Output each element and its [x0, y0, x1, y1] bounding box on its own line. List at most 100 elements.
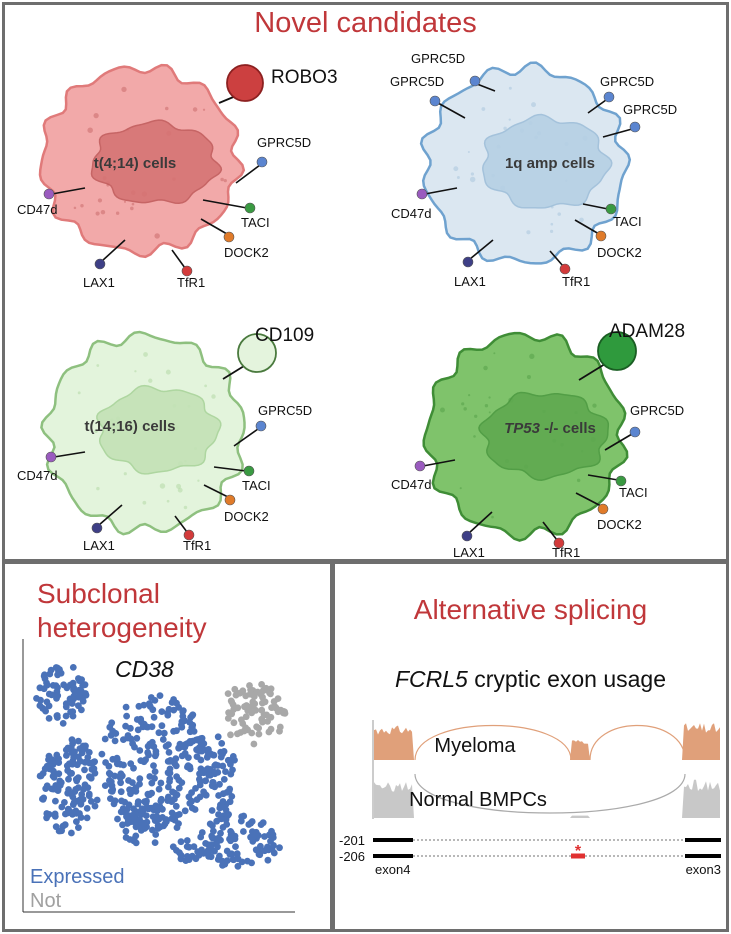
cell-point [267, 725, 275, 733]
cytoplasm-granule [526, 374, 531, 380]
marker-label-cd47d: CD47d [391, 477, 431, 492]
cell-point [220, 776, 228, 783]
cell-point [226, 798, 234, 806]
cell-point [224, 690, 232, 697]
cell-point [138, 805, 146, 813]
marker-label-lax1: LAX1 [83, 275, 115, 290]
marker-dot-taci [244, 202, 256, 214]
cell-point [269, 834, 277, 841]
cell-point [223, 789, 231, 796]
cytoplasm-granule [96, 364, 100, 367]
cell-cluster [33, 664, 90, 727]
junction-arc [414, 773, 686, 814]
marker-line [203, 484, 229, 498]
cytoplasm-granule [130, 206, 134, 211]
cell-point [107, 795, 114, 802]
cytoplasm-granule [508, 86, 512, 90]
marker-line [582, 203, 609, 210]
cell-point [133, 734, 141, 742]
cell-point [156, 692, 164, 699]
cell-point [57, 827, 64, 835]
cell-point [164, 797, 172, 804]
marker-dot-taci [243, 465, 255, 477]
cytoplasm-granule [459, 487, 462, 490]
cell-point [280, 708, 287, 715]
cell-cluster [196, 733, 238, 819]
marker-dot-gprc5d [469, 75, 481, 87]
cell-point [222, 768, 229, 775]
cell-point [111, 772, 119, 780]
cell-point [78, 706, 85, 714]
cytoplasm-granule [94, 429, 98, 433]
cytoplasm-granule [484, 404, 489, 408]
cell-point [195, 851, 203, 859]
marker-label-dock2: DOCK2 [224, 509, 269, 524]
cell-point [188, 789, 196, 796]
cell-point [120, 761, 127, 769]
cytoplasm-granule [197, 479, 200, 482]
cell-point [259, 718, 266, 726]
cytoplasm-granule [166, 499, 170, 503]
marker-dot-tfr1 [553, 537, 565, 549]
cytoplasm-granule [154, 233, 160, 239]
cell-point [122, 703, 130, 711]
cell-point [205, 852, 213, 860]
cytoplasm-granule [503, 126, 507, 131]
cell-point [144, 790, 152, 798]
cell-point [178, 752, 186, 760]
cytoplasm-granule [579, 217, 584, 223]
cell-point [113, 754, 121, 762]
cell-point [68, 700, 76, 707]
track-label-myeloma: Myeloma [434, 735, 516, 757]
cell-point [43, 810, 51, 817]
cell-point [59, 720, 67, 727]
cytoplasm-granule [488, 411, 491, 414]
cell-point [172, 755, 180, 763]
cell-point [272, 704, 280, 712]
cell-point [208, 807, 216, 814]
cytoplasm-granule [223, 179, 227, 183]
cell-point [117, 779, 124, 787]
cell-point [114, 815, 121, 823]
cell-point [122, 827, 130, 835]
cytoplasm-granule [202, 108, 206, 111]
marker-line [235, 164, 261, 184]
cell-point [148, 723, 156, 731]
cytoplasm-granule [473, 435, 476, 438]
transcript-201: -201 [339, 833, 721, 848]
cell-point [217, 829, 224, 837]
marker-dot-cd47d [414, 460, 426, 472]
legend-expressed: Expressed [30, 866, 125, 888]
cell-label: t(14;16) cells [85, 418, 176, 435]
cd38-scatter-plot [22, 639, 295, 913]
marker-line [604, 433, 633, 451]
cell-point [123, 712, 130, 720]
marker-label-lax1: LAX1 [83, 538, 115, 553]
cell-point [52, 797, 59, 805]
cell-point [84, 784, 92, 791]
marker-line [174, 515, 188, 533]
marker-label-gprc5d: GPRC5D [600, 74, 654, 89]
marker-dot-lax1 [94, 258, 106, 270]
marker-label-taci: TACI [619, 485, 648, 500]
candidate-marker [226, 64, 264, 102]
cytoplasm-granule [142, 500, 147, 505]
panel-title-subclonal: Subclonal [37, 578, 160, 609]
marker-label-gprc5d: GPRC5D [390, 74, 444, 89]
transcript-label: -206 [339, 849, 365, 864]
cell-point [106, 777, 113, 784]
cell-point [202, 791, 210, 799]
cell-point [245, 821, 253, 828]
cell-point [276, 844, 283, 852]
marker-dot-taci [615, 475, 627, 487]
cytoplasm-granule [211, 394, 216, 399]
cell-point [63, 752, 70, 759]
cell-point [70, 799, 78, 806]
cell-point [132, 839, 140, 847]
cell-point [48, 691, 56, 699]
cell-nucleus [96, 384, 222, 475]
cell-point [227, 760, 234, 768]
marker-dot-gprc5d [256, 156, 268, 168]
gene-fcrl5: FCRL5 [394, 666, 468, 692]
cell-point [170, 696, 178, 703]
